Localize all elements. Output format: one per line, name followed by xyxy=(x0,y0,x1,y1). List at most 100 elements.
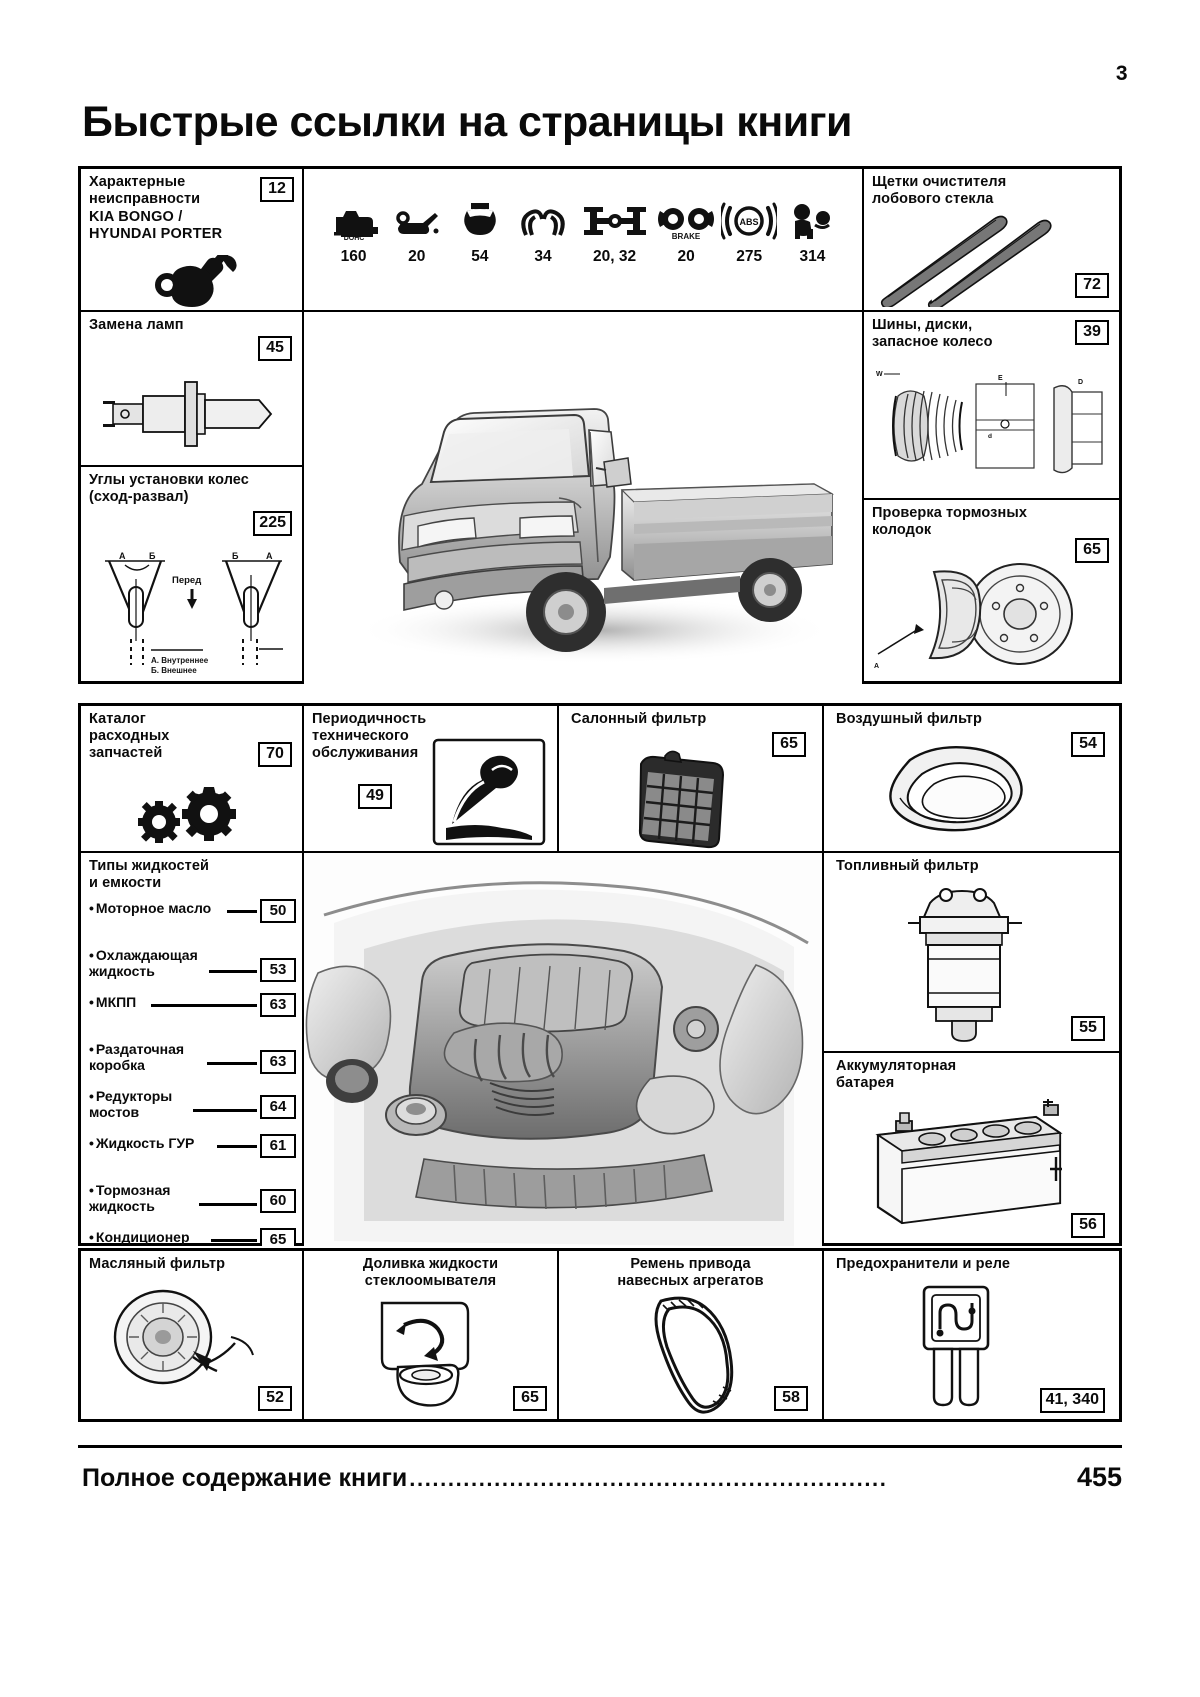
footer-label: Полное содержание книги xyxy=(82,1464,408,1492)
wiper-blades-icon xyxy=(880,215,1052,307)
svg-text:BRAKE: BRAKE xyxy=(672,232,701,241)
svg-text:D: D xyxy=(1078,379,1083,386)
cell-fuel-filter-title: Топливный фильтр xyxy=(836,858,979,874)
page-title: Быстрые ссылки на страницы книги xyxy=(82,98,853,146)
fluid-page[interactable]: 60 xyxy=(260,1189,296,1213)
cell-washer-fluid[interactable]: Доливка жидкости стеклоомывателя 65 xyxy=(304,1251,559,1419)
cabin-filter-icon xyxy=(638,750,725,849)
fluid-page[interactable]: 53 xyxy=(260,958,296,982)
cell-fuel-filter-page[interactable]: 55 xyxy=(1071,1015,1105,1041)
fluid-item[interactable]: •Раздаточная коробка 63 xyxy=(89,1040,296,1087)
abs-icon: ABS xyxy=(721,197,778,241)
fluid-item[interactable]: •Редукторы мостов 64 xyxy=(89,1087,296,1134)
symbol-suspension[interactable]: 34 xyxy=(511,197,574,266)
cell-wheel-alignment[interactable]: Углы установки колес (сход-развал) 225 А… xyxy=(81,467,304,684)
cell-washer-fluid-page[interactable]: 65 xyxy=(513,1385,547,1411)
cell-air-filter-page[interactable]: 54 xyxy=(1071,732,1105,758)
engine-icon: DOHC xyxy=(328,197,380,241)
cell-oil-filter[interactable]: Масляный фильтр 52 xyxy=(81,1251,304,1419)
symbol-strip: DOHC 160 20 xyxy=(304,197,862,266)
svg-text:Б: Б xyxy=(149,551,156,561)
symbol-axle[interactable]: 20, 32 xyxy=(575,197,655,266)
cell-battery[interactable]: Аккумуляторная батарея 56 xyxy=(824,1053,1119,1246)
footer-dots: ........................................… xyxy=(409,1466,888,1491)
symbol-cooling[interactable]: 54 xyxy=(448,197,511,266)
bottom-block: Масляный фильтр 52 Доливка жидкости стек… xyxy=(78,1248,1122,1422)
fluid-page[interactable]: 65 xyxy=(260,1228,296,1246)
cell-cabin-filter[interactable]: Салонный фильтр 65 xyxy=(559,706,824,853)
footer-contents-link[interactable]: Полное содержание книги ................… xyxy=(82,1462,1122,1493)
middle-block: Каталог расходных запчастей 70 xyxy=(78,703,1122,1246)
cell-faults-page[interactable]: 12 xyxy=(260,177,294,203)
fluid-page[interactable]: 61 xyxy=(260,1134,296,1158)
svg-text:A: A xyxy=(874,663,879,670)
cell-battery-title: Аккумуляторная батарея xyxy=(836,1058,957,1092)
battery-icon xyxy=(875,1099,1063,1225)
svg-text:DOHC: DOHC xyxy=(343,235,364,241)
cell-air-filter[interactable]: Воздушный фильтр 54 xyxy=(824,706,1119,853)
cell-vehicle-photo xyxy=(304,312,864,684)
cell-brake-pads-title: Проверка тормозных колодок xyxy=(872,505,1027,539)
cell-wipers-page[interactable]: 72 xyxy=(1075,272,1109,298)
cell-fluid-types-title: Типы жидкостей и емкости xyxy=(89,858,210,892)
fluid-page[interactable]: 50 xyxy=(260,899,296,923)
cell-alignment-title: Углы установки колес (сход-развал) xyxy=(89,472,249,506)
fluid-item[interactable]: •Кондиционер 65 xyxy=(89,1228,296,1246)
brake-icon: BRAKE xyxy=(655,197,717,241)
symbol-suspension-page: 34 xyxy=(534,248,552,265)
cell-faults[interactable]: Характерные неисправности KIA BONGO / HY… xyxy=(81,169,304,312)
cell-fuses-page[interactable]: 41, 340 xyxy=(1039,1388,1105,1413)
cell-tires[interactable]: Шины, диски, запасное колесо 39 W xyxy=(864,312,1119,500)
cell-tires-page[interactable]: 39 xyxy=(1075,320,1109,346)
svg-text:d: d xyxy=(988,433,992,440)
cell-maintenance-page[interactable]: 49 xyxy=(358,784,392,810)
cell-oil-filter-page[interactable]: 52 xyxy=(258,1385,292,1411)
cell-maintenance-title: Периодичность технического обслуживания xyxy=(312,711,427,762)
fluid-page[interactable]: 64 xyxy=(260,1095,296,1119)
fluid-page[interactable]: 63 xyxy=(260,1050,296,1074)
gears-icon xyxy=(138,787,236,843)
symbol-engine[interactable]: DOHC 160 xyxy=(322,197,385,266)
symbol-oil-page: 20 xyxy=(408,248,426,265)
fluid-item[interactable]: •Моторное масло 50 xyxy=(89,899,296,946)
symbol-airbag-page: 314 xyxy=(799,248,826,265)
cell-tires-title: Шины, диски, запасное колесо xyxy=(872,317,993,351)
svg-text:Б: Б xyxy=(232,551,239,561)
cell-cabin-filter-page[interactable]: 65 xyxy=(772,732,806,758)
cell-fuses-relays[interactable]: Предохранители и реле 41, 340 xyxy=(824,1251,1119,1419)
fist-wrench-icon xyxy=(155,255,237,307)
cell-maintenance[interactable]: Периодичность технического обслуживания … xyxy=(304,706,559,853)
cell-lamp-replacement[interactable]: Замена ламп 45 xyxy=(81,312,304,467)
cell-wipers[interactable]: Щетки очистителя лобового стекла 72 xyxy=(864,169,1119,312)
top-block: Характерные неисправности KIA BONGO / HY… xyxy=(78,166,1122,684)
fluid-item[interactable]: •Охлаждающая жидкость 53 xyxy=(89,946,296,993)
cell-fuel-filter[interactable]: Топливный фильтр 55 xyxy=(824,853,1119,1053)
cell-lamp-page[interactable]: 45 xyxy=(258,336,292,362)
oil-filter-icon xyxy=(113,1289,254,1385)
cell-lamp-title: Замена ламп xyxy=(89,317,184,333)
symbol-airbag[interactable]: 314 xyxy=(781,197,844,266)
cell-drive-belt-page[interactable]: 58 xyxy=(774,1385,808,1411)
fluid-item[interactable]: •Жидкость ГУР 61 xyxy=(89,1134,296,1181)
axle-icon xyxy=(580,197,650,241)
cell-fuses-title: Предохранители и реле xyxy=(836,1256,1011,1272)
fluid-item[interactable]: •МКПП 63 xyxy=(89,993,296,1040)
footer-page-number: 455 xyxy=(1076,1462,1122,1492)
symbol-oil[interactable]: 20 xyxy=(385,197,448,266)
fluid-item[interactable]: •Тормозная жидкость 60 xyxy=(89,1181,296,1228)
cell-parts-catalog[interactable]: Каталог расходных запчастей 70 xyxy=(81,706,304,853)
fluid-list: •Моторное масло 50 •Охлаждающая жидкость… xyxy=(89,899,296,1246)
cell-fluid-types[interactable]: Типы жидкостей и емкости •Моторное масло… xyxy=(81,853,304,1246)
cell-battery-page[interactable]: 56 xyxy=(1071,1212,1105,1238)
cell-engine-bay-photo xyxy=(304,853,824,1246)
cell-brake-pads-page[interactable]: 65 xyxy=(1075,538,1109,564)
cell-parts-catalog-title: Каталог расходных запчастей xyxy=(89,711,170,762)
cell-brake-pads[interactable]: Проверка тормозных колодок 65 xyxy=(864,500,1119,684)
cell-alignment-page[interactable]: 225 xyxy=(253,511,292,537)
fluid-page[interactable]: 63 xyxy=(260,993,296,1017)
symbol-abs[interactable]: ABS 275 xyxy=(718,197,781,266)
symbol-brake[interactable]: BRAKE 20 xyxy=(655,197,718,266)
cell-drive-belt[interactable]: Ремень привода навесных агрегатов 58 xyxy=(559,1251,824,1419)
cell-parts-catalog-page[interactable]: 70 xyxy=(258,742,292,768)
cooling-fluid-icon xyxy=(458,197,502,241)
